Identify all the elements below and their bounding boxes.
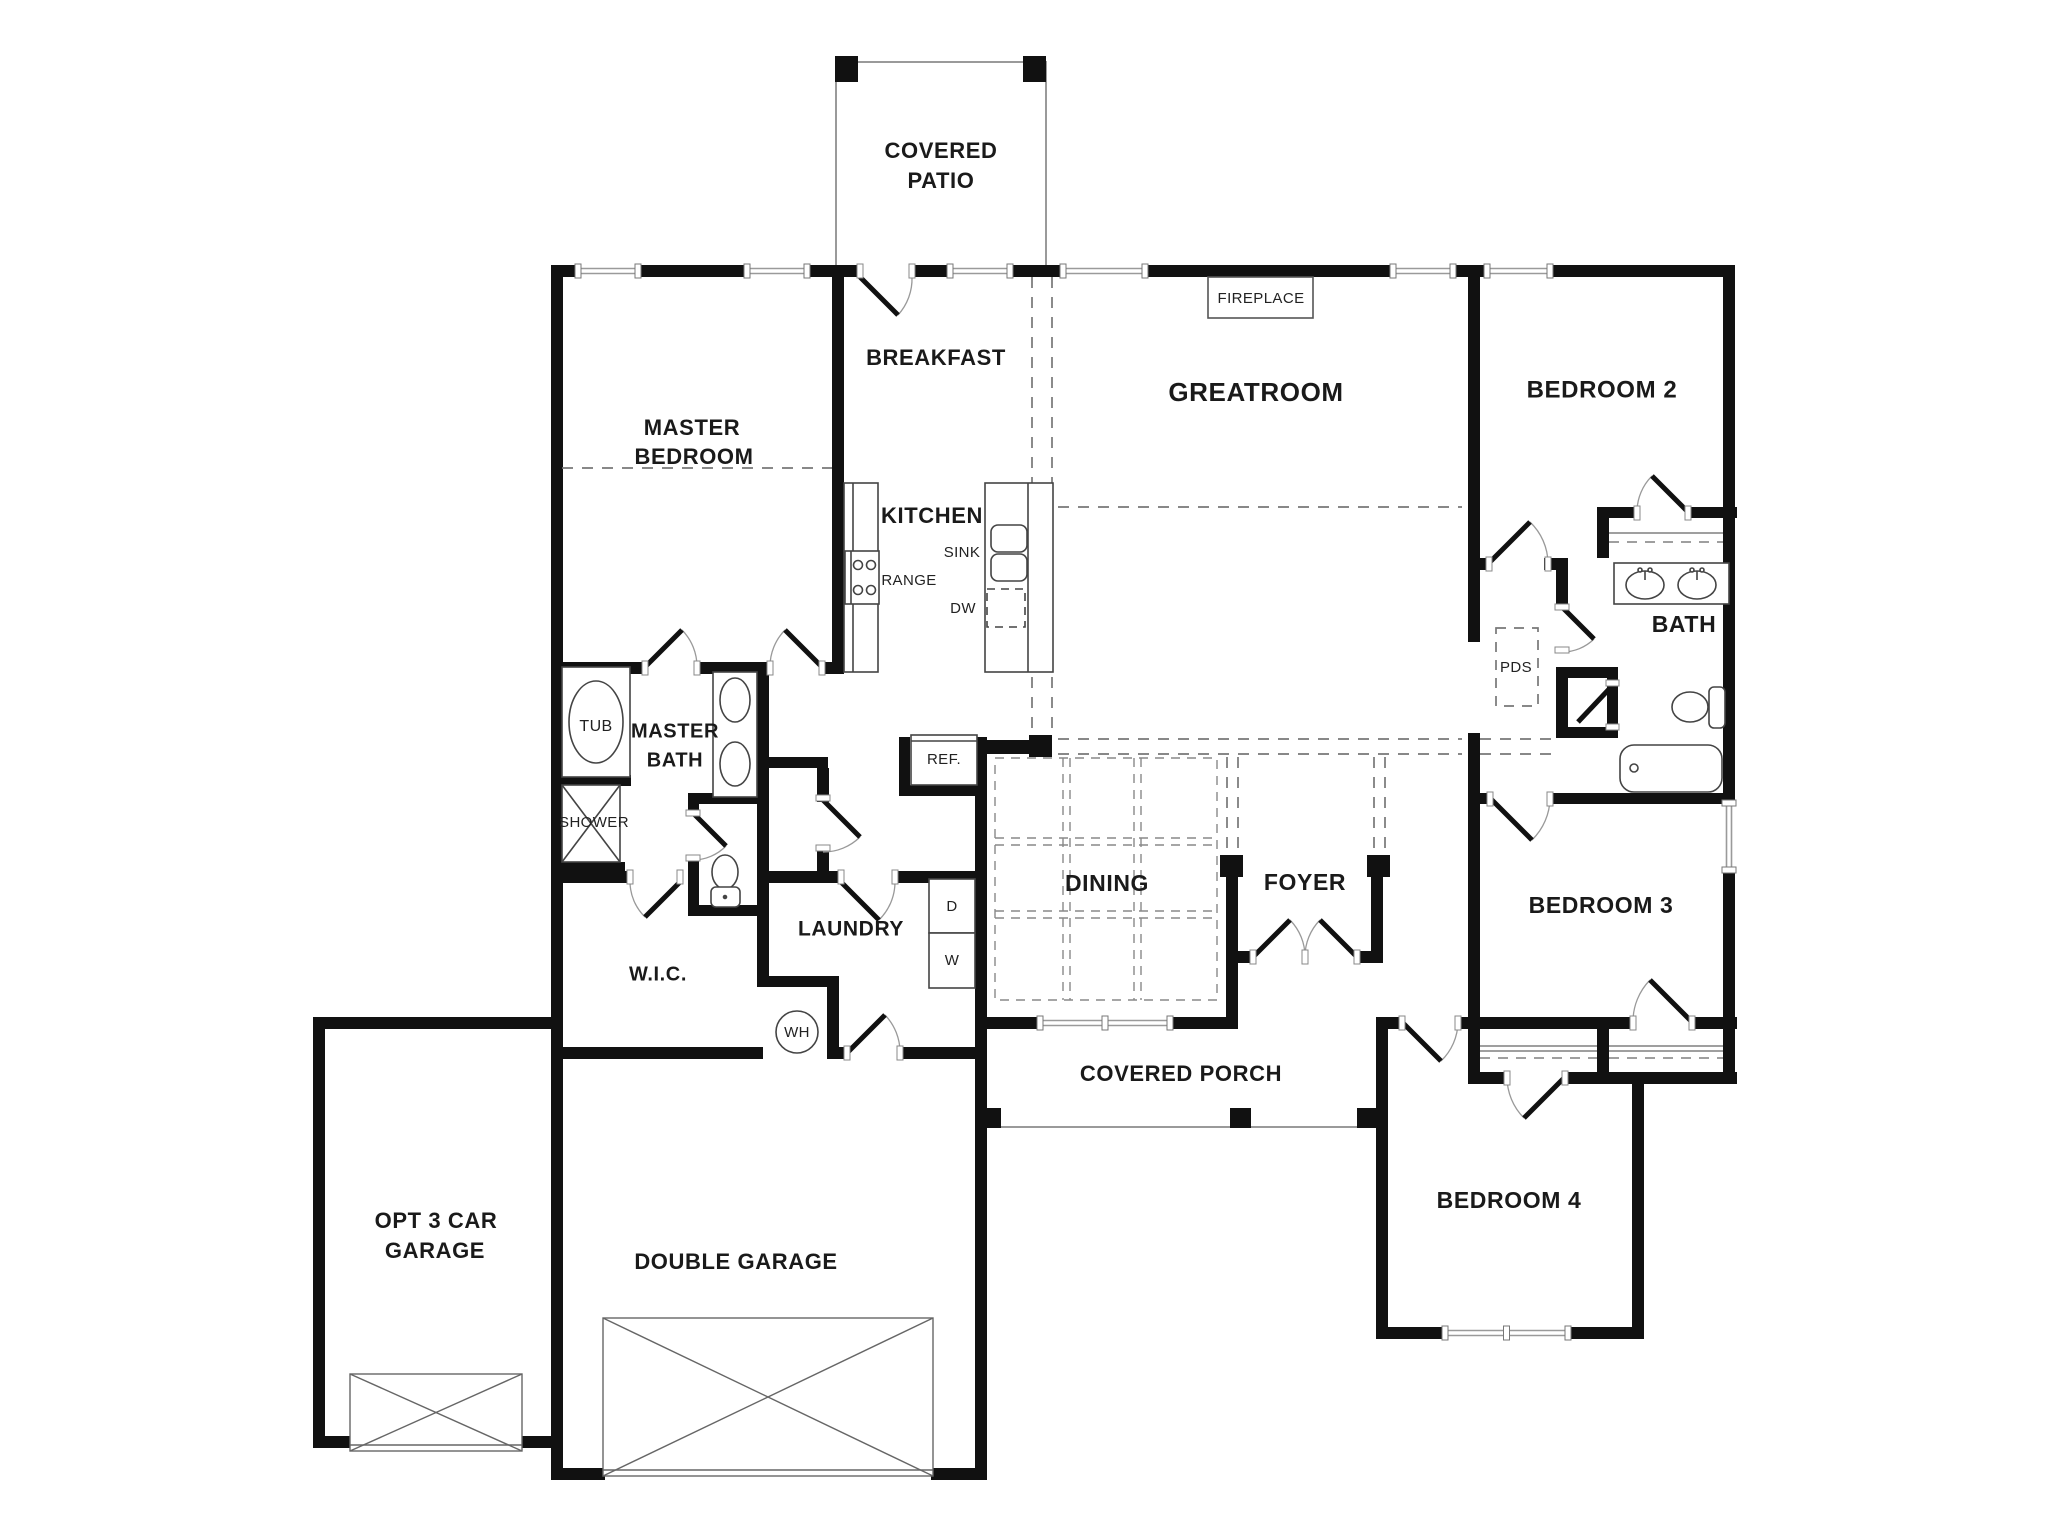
hall-kitchen-door [815,794,862,853]
linen-door [1576,679,1620,731]
label-master-bath-1: MASTER [631,720,719,742]
patio-breakfast-door [856,263,916,317]
label-dw: DW [950,600,976,617]
label-covered-porch: COVERED PORCH [1080,1061,1282,1086]
master-tub [561,666,631,778]
window [1059,263,1149,279]
dryer-box [928,878,976,934]
kitchen-range [844,550,880,605]
window [743,263,811,279]
window [1483,263,1554,279]
dining-ceiling-grid [994,757,1218,1001]
master-toilet [710,854,741,908]
toilet-room-door [685,809,728,862]
window [574,263,642,279]
refrigerator [910,734,978,786]
kitchen-sink [990,524,1028,582]
garage-entry-door [843,1013,904,1061]
label-master-bedroom-2: BEDROOM [634,444,753,469]
bedroom4-closet-door [1503,1070,1569,1120]
porch-post [1357,1108,1378,1128]
label-kitchen: KITCHEN [881,503,983,528]
foyer-post [1367,855,1390,877]
room-labels: COVERED PATIO BREAKFAST MASTER BEDROOM GREATR… [375,138,1717,1274]
porch-post [1230,1108,1251,1128]
fireplace-box [1207,276,1314,319]
patio-post [1023,56,1046,82]
label-greatroom: GREATROOM [1168,377,1343,407]
label-covered-patio-2: PATIO [908,168,975,193]
wic-door [626,869,684,919]
bedroom3-door [1486,791,1554,842]
garage-door-double [602,1317,934,1477]
label-bedroom-3: BEDROOM 3 [1529,892,1674,918]
bath-door [1554,603,1596,654]
kitchen-post [1029,735,1052,757]
label-sink: SINK [944,544,981,561]
master-bath-door [641,628,701,676]
washer-box [928,932,976,989]
porch-post [980,1108,1001,1128]
dishwasher [986,588,1026,628]
label-double-garage: DOUBLE GARAGE [634,1249,837,1274]
label-shower: SHOWER [559,814,629,831]
walls [313,265,1737,1480]
closet-shelves [1480,532,1723,1059]
label-foyer: FOYER [1264,869,1346,895]
doors [626,263,1696,1120]
label-master-bedroom-1: MASTER [644,415,741,440]
bath-tub [1619,744,1723,793]
label-washer: W [945,952,960,969]
garage-doors [349,1317,934,1477]
window [1721,799,1737,874]
bedroom4-door [1398,1015,1462,1063]
posts [835,56,1390,1128]
front-door-right [1301,918,1361,965]
patio-post [835,56,858,82]
label-opt-garage-2: GARAGE [385,1238,485,1263]
patio-outline [835,61,1368,1128]
dashed-lines [562,277,1556,855]
label-master-bath-2: BATH [647,749,703,771]
water-heater [775,1010,819,1054]
windows [574,263,1737,1341]
label-breakfast: BREAKFAST [866,345,1006,370]
label-bedroom-4: BEDROOM 4 [1437,1187,1582,1213]
laundry-door [837,869,899,922]
master-bedroom-door [766,628,826,676]
window [1441,1325,1572,1341]
window [1389,263,1457,279]
master-vanity [712,671,758,798]
label-fireplace: FIREPLACE [1218,290,1305,307]
foyer-post [1220,855,1243,877]
bath-vanity [1613,562,1730,605]
label-tub: TUB [579,718,612,735]
label-bath: BATH [1652,611,1717,637]
label-dining: DINING [1065,870,1149,896]
window [1036,1015,1174,1031]
label-wic: W.I.C. [629,963,687,985]
label-wh: WH [784,1024,810,1041]
label-opt-garage-1: OPT 3 CAR [375,1208,498,1233]
label-laundry: LAUNDRY [798,918,904,941]
label-covered-patio-1: COVERED [885,138,998,163]
bedroom2-closet-door [1633,474,1692,521]
bedroom2-door [1485,520,1552,572]
bedroom3-closet-door [1629,978,1696,1031]
pull-down-stairs [1495,627,1539,707]
label-range: RANGE [881,572,936,589]
label-ref: REF. [927,751,961,768]
garage-door-opt [349,1373,523,1452]
window [946,263,1014,279]
bath-toilet [1671,686,1726,729]
front-door-left [1249,918,1306,965]
label-dryer: D [946,898,957,915]
label-pds: PDS [1500,659,1532,676]
label-bedroom-2: BEDROOM 2 [1527,376,1678,403]
fixtures [561,276,1730,1054]
master-shower [561,784,621,863]
